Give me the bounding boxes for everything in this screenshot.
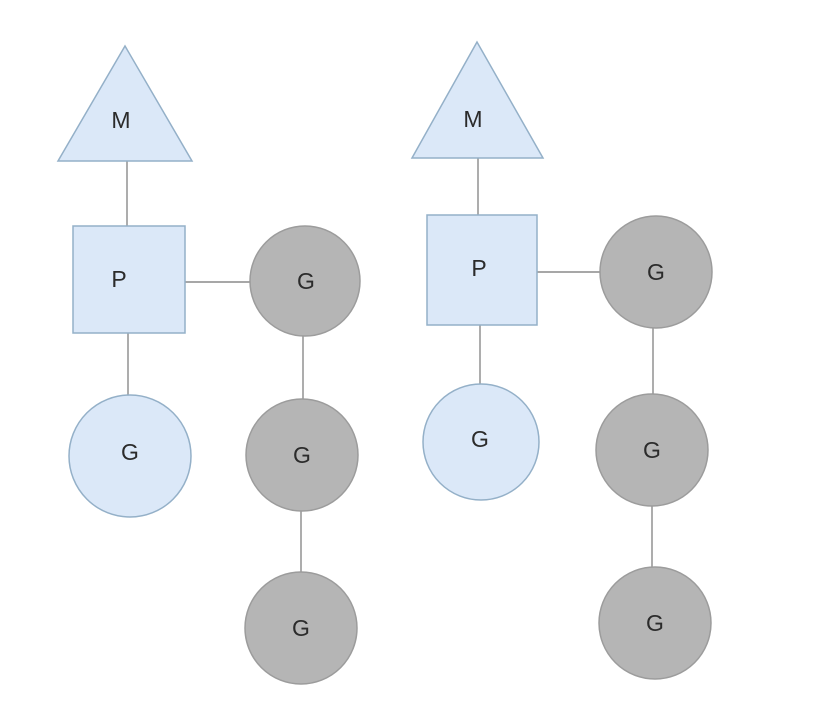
triangle-label: M <box>111 107 130 133</box>
gray-circle-1-label: G <box>647 259 665 285</box>
triangle-node <box>56 44 194 162</box>
triangle-node <box>410 40 545 159</box>
blue-circle-node <box>68 394 192 518</box>
square-node <box>72 225 186 334</box>
gray-circle-2-label: G <box>293 442 311 468</box>
blue-circle-label: G <box>121 439 139 465</box>
square-label: P <box>471 255 486 281</box>
gray-circle-node-2 <box>595 393 709 507</box>
gray-circle-node-1 <box>249 225 361 337</box>
square-node <box>426 214 538 326</box>
triangle-label: M <box>463 106 482 132</box>
blue-circle-label: G <box>471 426 489 452</box>
gray-circle-2-label: G <box>643 437 661 463</box>
blue-circle-node <box>422 383 540 501</box>
gray-circle-1-label: G <box>297 268 315 294</box>
gray-circle-node-2 <box>245 398 359 512</box>
square-label: P <box>111 266 126 292</box>
gray-circle-3-label: G <box>646 610 664 636</box>
gray-circle-node-1 <box>599 215 713 329</box>
gray-circle-node-3 <box>598 566 712 680</box>
tree-right: M P G G G G <box>410 40 713 680</box>
tree-left: M P G G G G <box>56 44 361 685</box>
gray-circle-3-label: G <box>292 615 310 641</box>
gray-circle-node-3 <box>244 571 358 685</box>
